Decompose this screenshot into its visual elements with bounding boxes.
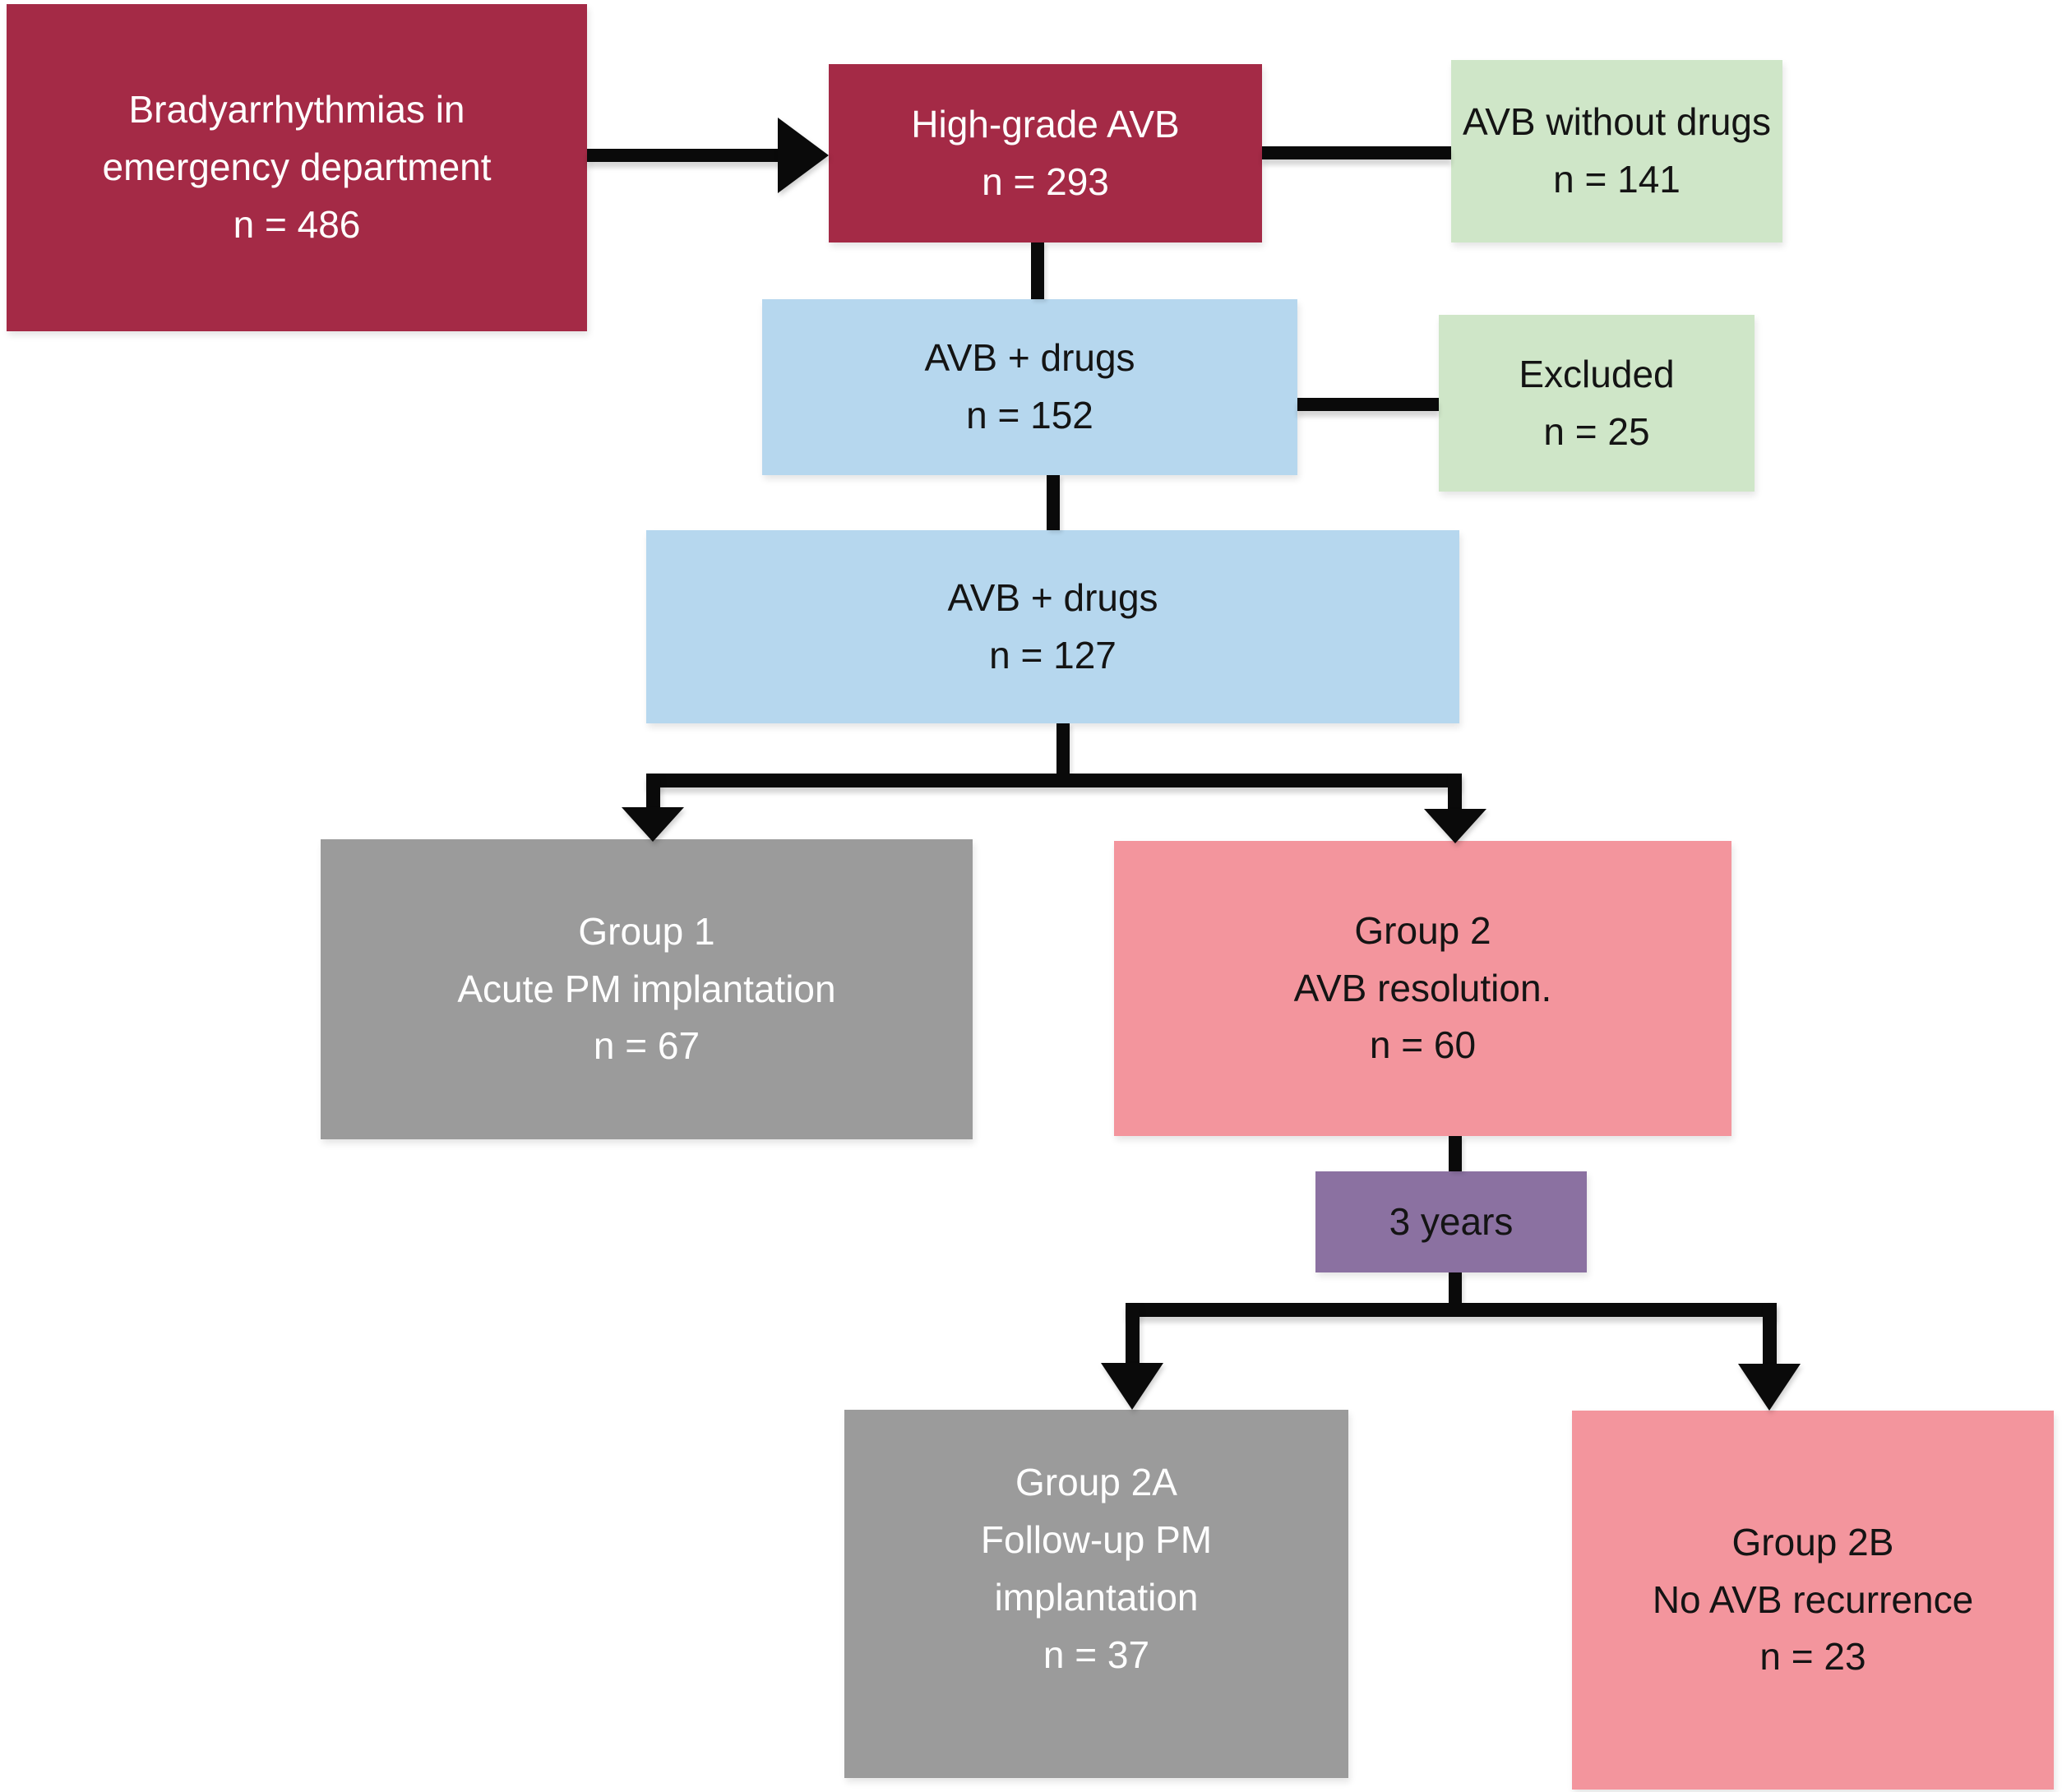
- box-group2a-count: n = 37: [1043, 1633, 1150, 1676]
- box-three-years-label: 3 years: [1389, 1194, 1514, 1251]
- box-high-grade-avb-line1: High-grade AVB: [911, 102, 1180, 145]
- box-group1-line1: Group 1: [578, 909, 715, 953]
- arrowhead-splitbar1-to-group1: [622, 807, 684, 842]
- box-group2a: Group 2A Follow-up PM implantation n = 3…: [844, 1410, 1348, 1778]
- box-three-years: 3 years: [1315, 1171, 1587, 1272]
- box-group2b-line2: No AVB recurrence: [1652, 1577, 1974, 1621]
- box-group2b-label: Group 2B No AVB recurrence n = 23: [1653, 1514, 1973, 1687]
- box-group2a-label: Group 2A Follow-up PM implantation n = 3…: [981, 1454, 1212, 1734]
- box-group2a-line1: Group 2A: [1015, 1461, 1177, 1504]
- box-group2a-line2: Follow-up PM: [980, 1518, 1213, 1562]
- connector-avbdrugs127-to-splitbar1: [1056, 723, 1070, 775]
- box-group2: Group 2 AVB resolution. n = 60: [1114, 841, 1731, 1136]
- box-avb-plus-drugs-152-label: AVB + drugs n = 152: [924, 330, 1135, 445]
- connector-threeyears-to-splitbar2: [1449, 1272, 1462, 1303]
- connector-brady-to-highgrade: [587, 149, 781, 162]
- box-bradyarrhythmias-ed-count: n = 486: [233, 202, 361, 246]
- arrowhead-splitbar2-to-group2a: [1101, 1363, 1163, 1410]
- box-avb-plus-drugs-152-count: n = 152: [966, 394, 1093, 436]
- box-group1-line2: Acute PM implantation: [457, 967, 836, 1010]
- box-excluded-count: n = 25: [1543, 409, 1650, 453]
- box-high-grade-avb: High-grade AVB n = 293: [829, 64, 1262, 242]
- box-high-grade-avb-count: n = 293: [982, 159, 1109, 203]
- box-bradyarrhythmias-ed-label: Bradyarrhythmias in emergency department…: [102, 81, 491, 254]
- connector-avbdrugs152-to-avbdrugs127: [1047, 475, 1060, 530]
- box-group2-label: Group 2 AVB resolution. n = 60: [1294, 903, 1552, 1075]
- arrowhead-splitbar1-to-group2: [1424, 809, 1486, 843]
- box-group1: Group 1 Acute PM implantation n = 67: [321, 839, 973, 1139]
- box-group1-count: n = 67: [593, 1024, 700, 1068]
- box-avb-plus-drugs-152: AVB + drugs n = 152: [762, 299, 1297, 475]
- box-excluded: Excluded n = 25: [1439, 315, 1755, 492]
- box-bradyarrhythmias-ed: Bradyarrhythmias in emergency department…: [7, 4, 587, 331]
- splitbar1-right-stub: [1448, 774, 1462, 812]
- connector-avbdrugs152-to-excluded: [1297, 398, 1439, 411]
- box-group2a-line3: implantation: [994, 1576, 1199, 1619]
- splitbar2-right-stub: [1763, 1303, 1777, 1365]
- arrowhead-splitbar2-to-group2b: [1738, 1364, 1801, 1411]
- box-avb-without-drugs-line1: AVB without drugs: [1462, 100, 1771, 144]
- box-excluded-label: Excluded n = 25: [1519, 346, 1674, 461]
- arrowhead-brady-to-highgrade: [778, 118, 829, 193]
- box-bradyarrhythmias-ed-line1: Bradyarrhythmias in: [128, 88, 465, 132]
- connector-group2-to-threeyears: [1449, 1136, 1462, 1171]
- splitbar2: [1126, 1303, 1777, 1317]
- splitbar1: [646, 774, 1462, 787]
- box-bradyarrhythmias-ed-line2: emergency department: [102, 145, 492, 189]
- box-avb-without-drugs: AVB without drugs n = 141: [1451, 60, 1782, 242]
- box-excluded-line1: Excluded: [1519, 352, 1675, 395]
- splitbar1-left-stub: [646, 774, 660, 812]
- box-group2-line1: Group 2: [1354, 908, 1491, 952]
- box-avb-plus-drugs-127-label: AVB + drugs n = 127: [947, 570, 1158, 685]
- box-avb-without-drugs-label: AVB without drugs n = 141: [1463, 94, 1771, 209]
- box-avb-plus-drugs-127-line1: AVB + drugs: [947, 575, 1158, 619]
- box-group2b-count: n = 23: [1759, 1635, 1866, 1679]
- box-avb-plus-drugs-127: AVB + drugs n = 127: [646, 530, 1459, 723]
- connector-highgrade-to-avbdrugs152: [1031, 242, 1044, 299]
- box-high-grade-avb-label: High-grade AVB n = 293: [911, 96, 1179, 211]
- box-avb-plus-drugs-127-count: n = 127: [989, 633, 1117, 677]
- box-group2-count: n = 60: [1369, 1023, 1477, 1067]
- connector-highgrade-to-avbwithoutdrugs: [1262, 146, 1451, 159]
- box-group1-label: Group 1 Acute PM implantation n = 67: [457, 903, 835, 1076]
- box-group2b: Group 2B No AVB recurrence n = 23: [1572, 1411, 2054, 1790]
- splitbar2-left-stub: [1126, 1303, 1140, 1365]
- box-three-years-line1: 3 years: [1389, 1199, 1514, 1243]
- box-group2b-line1: Group 2B: [1731, 1520, 1894, 1563]
- box-group2-line2: AVB resolution.: [1293, 966, 1552, 1009]
- box-avb-without-drugs-count: n = 141: [1553, 158, 1681, 201]
- box-avb-plus-drugs-152-line1: AVB + drugs: [924, 336, 1135, 380]
